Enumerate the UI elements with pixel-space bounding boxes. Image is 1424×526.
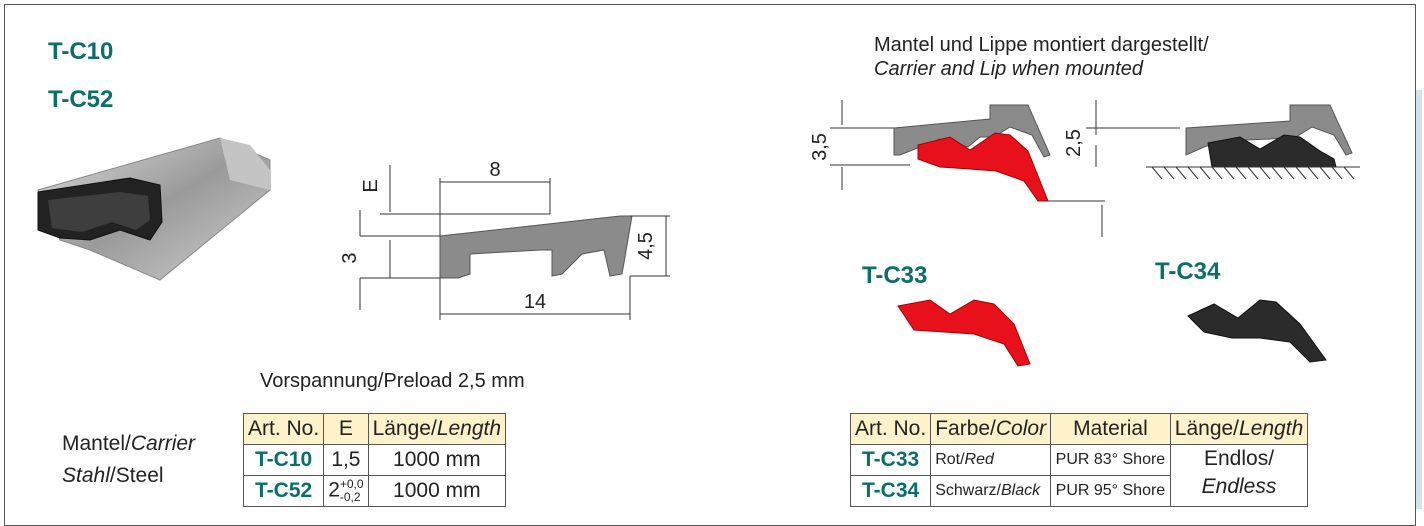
header-material: Material <box>1050 413 1171 445</box>
carrier-label: Mantel/Carrier <box>62 432 196 455</box>
profile-drawing: 8 14 E 3 4,5 <box>339 159 670 320</box>
cell-art: T-C33 <box>849 444 932 476</box>
cell-e: 2+0,0-0,2 <box>323 475 369 507</box>
lip-table: Art. No. Farbe/Color Material Länge/Leng… <box>849 413 1309 507</box>
dim-3: 3 <box>339 252 361 263</box>
lip-black-drawing <box>1187 299 1327 363</box>
dim-2-5: 2,5 <box>1063 129 1085 157</box>
dim-e: E <box>360 179 382 192</box>
mounted-caption-en: Carrier and Lip when mounted <box>874 58 1144 80</box>
page-shadow <box>1414 90 1422 509</box>
preload-caption: Vorspannung/Preload 2,5 mm <box>260 370 525 392</box>
header-e: E <box>323 413 369 445</box>
cell-color: Schwarz/Black <box>930 475 1052 507</box>
header-length: Länge/Length <box>1169 413 1309 445</box>
cell-art: T-C52 <box>242 475 325 507</box>
steel-label: Stahl/Steel <box>62 464 164 487</box>
dim-3-5: 3,5 <box>809 133 831 161</box>
carrier-photo <box>37 137 271 281</box>
table-row: T-C34 Schwarz/Black PUR 95° Shore <box>849 475 1308 507</box>
dim-14: 14 <box>524 291 546 313</box>
header-art: Art. No. <box>242 413 325 445</box>
table-row: T-C33 Rot/Red PUR 83° Shore Endlos/Endle… <box>849 444 1309 507</box>
cell-length: Endlos/Endless <box>1169 444 1309 507</box>
product-code-tc52: T-C52 <box>48 86 114 113</box>
mounted-drawing: 3,5 2,5 <box>809 100 1360 237</box>
cell-length: 1000 mm <box>367 444 507 476</box>
header-color: Farbe/Color <box>930 413 1052 445</box>
table-row: T-C10 1,5 1000 mm <box>242 444 507 476</box>
cell-art: T-C34 <box>849 475 932 507</box>
mounted-caption: Mantel und Lippe montiert dargestellt/ <box>874 34 1209 56</box>
lip-red-drawing <box>897 299 1031 367</box>
product-code-tc33: T-C33 <box>862 262 928 289</box>
carrier-table: Art. No. E Länge/Length T-C10 1,5 1000 m… <box>242 413 507 507</box>
dim-4-5: 4,5 <box>635 232 657 260</box>
header-art: Art. No. <box>849 413 932 445</box>
header-length: Länge/Length <box>367 413 507 445</box>
cell-material: PUR 83° Shore <box>1050 444 1171 476</box>
cell-art: T-C10 <box>242 444 325 476</box>
product-code-tc10: T-C10 <box>48 38 114 65</box>
dim-8: 8 <box>489 159 500 181</box>
cell-e: 1,5 <box>323 444 369 476</box>
cell-material: PUR 95° Shore <box>1050 475 1171 507</box>
product-code-tc34: T-C34 <box>1155 258 1221 285</box>
cell-color: Rot/Red <box>930 444 1052 476</box>
cell-length: 1000 mm <box>367 475 507 507</box>
table-row: T-C52 2+0,0-0,2 1000 mm <box>242 475 507 507</box>
